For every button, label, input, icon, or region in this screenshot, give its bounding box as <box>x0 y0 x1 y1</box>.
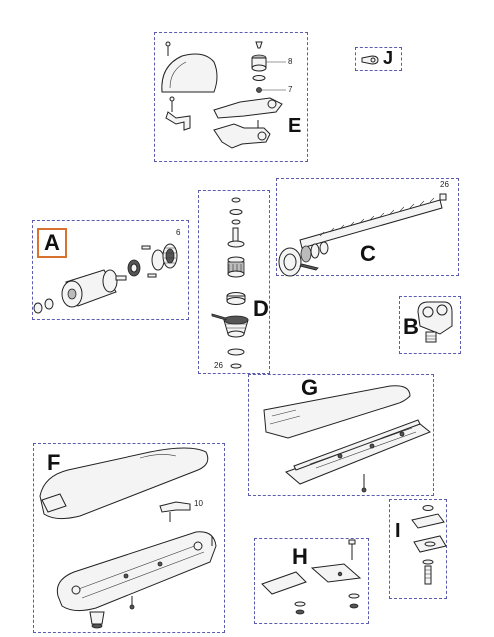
group-h-frame <box>254 538 369 624</box>
group-d-parts <box>211 197 249 369</box>
group-c-label: C <box>360 241 376 266</box>
group-c-frame <box>276 178 459 276</box>
group-h-label: H <box>292 544 308 569</box>
group-c-parts <box>278 193 447 277</box>
group-e-label: E <box>288 115 302 137</box>
group-d-label: D <box>253 296 269 321</box>
group-e-frame <box>154 32 308 162</box>
group-g-parts <box>263 385 431 493</box>
group-a-label: A <box>37 228 67 258</box>
group-i-label: I <box>395 520 401 542</box>
group-e-parts <box>161 41 286 149</box>
group-g-frame <box>248 374 434 496</box>
group-a-parts <box>33 243 178 314</box>
part-number-6: 6 <box>176 228 181 237</box>
group-j-parts <box>361 55 379 65</box>
group-i-frame <box>389 499 447 599</box>
part-number-26-d: 26 <box>214 361 223 370</box>
group-f-frame <box>33 443 225 633</box>
group-b-label: B <box>403 314 419 339</box>
group-f-label: F <box>47 450 61 475</box>
group-i-parts <box>411 505 447 585</box>
part-number-10: 10 <box>194 499 203 508</box>
group-a-frame <box>32 220 189 320</box>
group-b-parts <box>417 301 453 343</box>
part-number-7: 7 <box>288 85 293 94</box>
group-h-parts <box>261 539 362 615</box>
part-number-26-c: 26 <box>440 180 449 189</box>
part-number-8: 8 <box>288 57 293 66</box>
group-j-label: J <box>383 48 394 68</box>
group-b-frame <box>399 296 461 354</box>
group-j-frame <box>355 47 402 71</box>
group-g-label: G <box>301 375 319 400</box>
group-d-frame <box>198 190 270 374</box>
group-f-parts <box>39 447 217 629</box>
